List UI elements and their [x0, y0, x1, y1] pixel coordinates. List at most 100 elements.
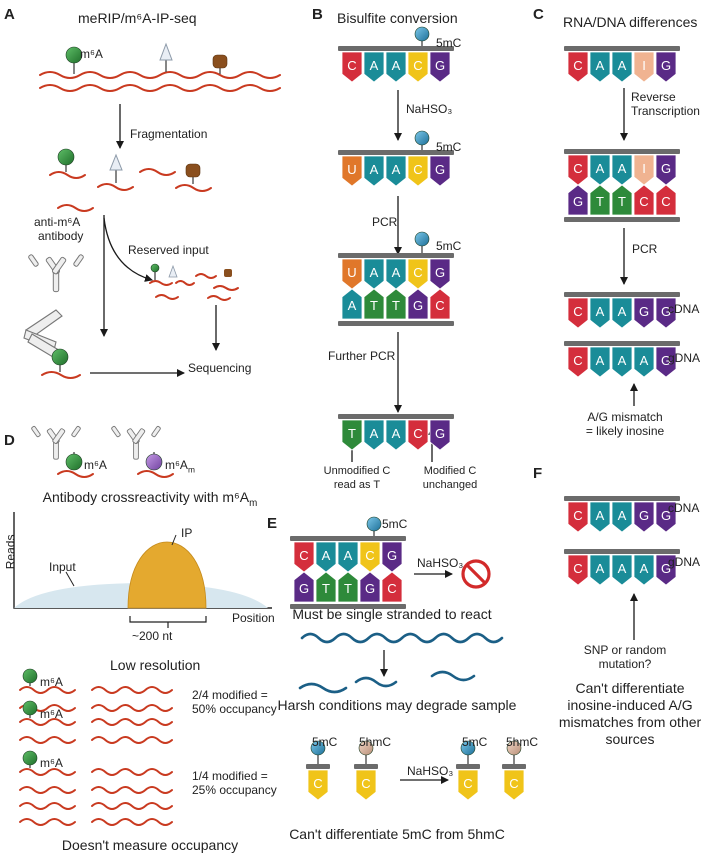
d-rna-2 — [137, 470, 174, 478]
e-base-backbone-2 — [456, 764, 480, 769]
a-modification-icon — [185, 163, 201, 178]
methyl-ball-icon — [414, 130, 430, 146]
e-cant-differentiate: Can't differentiate 5mC from 5hmC — [289, 826, 505, 842]
nucleotide-letter: U — [347, 162, 356, 177]
d-crossreactivity-label: Antibody crossreactivity with m⁶Am — [0, 489, 300, 508]
d-m6a-occ-2: m⁶A — [40, 707, 63, 721]
f-cdna-label: cDNA — [668, 501, 700, 515]
prohibited-slash — [465, 563, 487, 585]
d-occ2-line1: 1/4 modified = — [192, 769, 268, 783]
nucleotide-letter: A — [596, 353, 605, 368]
e-base-backbone-1 — [354, 764, 378, 769]
e-duplex-bot-2 — [337, 571, 359, 603]
nucleotide-letter: C — [573, 561, 582, 576]
e-c-nucleotide-3 — [503, 769, 525, 801]
nucleotide-letter: C — [661, 194, 670, 209]
m6a-ball-icon — [150, 263, 160, 273]
nucleotide-letter: A — [596, 58, 605, 73]
panel-letter-f: F — [533, 465, 543, 482]
e-5mc-label: 5mC — [382, 517, 408, 531]
nucleotide-letter: C — [573, 508, 582, 523]
f-gdna-nuc-1 — [589, 554, 611, 586]
b-row3-backbone-bottom — [338, 321, 454, 326]
d-occ-rna-right-0 — [91, 686, 173, 694]
f-gdna-nuc-4 — [655, 554, 677, 586]
nucleotide-letter: T — [348, 426, 356, 441]
b-row2-backbone — [338, 150, 454, 155]
c-rna-nuc-2 — [611, 51, 633, 83]
a-frag-5 — [175, 184, 212, 192]
f-cdna-nuc-4 — [655, 501, 677, 533]
sequencing-label: Sequencing — [188, 361, 252, 375]
b-5mc-label-3: 5mC — [436, 239, 462, 253]
nucleotide-letter: A — [618, 161, 627, 176]
d-occ1-line2: 50% occupancy — [192, 702, 277, 716]
e-duplex-top-4 — [381, 541, 403, 573]
c-gdna-nuc-1 — [589, 346, 611, 378]
d-occ2-rna-right-3 — [91, 818, 173, 826]
nucleotide-letter: C — [573, 304, 582, 319]
antibody-tip-right — [71, 426, 81, 438]
nucleotide-letter: A — [596, 161, 605, 176]
nucleotide-letter: C — [573, 161, 582, 176]
b-5mc-label-2: 5mC — [436, 140, 462, 154]
d-m6a-occ-1: m⁶A — [40, 675, 63, 689]
b-row4-nuc-3 — [407, 419, 429, 451]
m6a-ball-icon — [22, 750, 38, 766]
c-duplex-top-2 — [611, 154, 633, 186]
f-snp-line2: mutation? — [598, 657, 652, 671]
a-input-6 — [207, 295, 231, 301]
f-gdna-nuc-0 — [567, 554, 589, 586]
b-row3-bot-4 — [429, 288, 451, 320]
a-modification-icon — [168, 264, 178, 278]
panel-b-title: Bisulfite conversion — [337, 10, 458, 26]
d-ip-label: IP — [181, 526, 193, 540]
e-duplex-top-2 — [337, 541, 359, 573]
panel-letter-b: B — [312, 6, 323, 23]
a-frag-4 — [139, 168, 176, 176]
nucleotide-letter: C — [299, 548, 308, 563]
b-modified-line2: unchanged — [422, 479, 478, 491]
m6a-label: m⁶A — [80, 47, 103, 61]
e-duplex-top-3 — [359, 541, 381, 573]
methyl-ball-icon — [460, 740, 476, 756]
f-cant-line1: Can't differentiate — [575, 680, 685, 696]
d-occ2-rna-0 — [19, 768, 76, 776]
a-input-5 — [213, 285, 239, 291]
d-occ-rna-3 — [19, 736, 76, 744]
e-harsh-conditions: Harsh conditions may degrade sample — [277, 697, 517, 713]
antibody-tip-right — [73, 254, 84, 267]
nucleotide-letter: C — [387, 581, 396, 596]
b-row2-nuc-0 — [341, 155, 363, 187]
d-m6a-occ-3: m⁶A — [40, 756, 63, 770]
c-cdna-label: cDNA — [668, 302, 700, 316]
b-row4-nuc-2 — [385, 419, 407, 451]
e-duplex-top-0 — [293, 541, 315, 573]
nucleotide-letter: G — [639, 508, 649, 523]
d-width-bracket — [129, 616, 207, 628]
nucleotide-letter: I — [642, 58, 646, 73]
nucleotide-letter: T — [370, 298, 378, 313]
nucleotide-letter: A — [370, 58, 379, 73]
antibody-label-line1: anti-m⁶A — [34, 215, 81, 229]
e-5hmc-label-2: 5hmC — [506, 735, 539, 749]
c-duplex-bot-3 — [633, 184, 655, 216]
b-pcr-label: PCR — [372, 215, 398, 229]
b-row1-nuc-3 — [407, 51, 429, 83]
nucleotide-letter: C — [413, 265, 422, 280]
nucleotide-letter: T — [618, 194, 626, 209]
a-modification-icon — [159, 42, 173, 61]
f-cdna-nuc-2 — [611, 501, 633, 533]
nucleotide-letter: C — [313, 776, 322, 791]
nucleotide-letter: A — [370, 426, 379, 441]
c-gdna-nuc-4 — [655, 346, 677, 378]
c-mismatch-line1: A/G mismatch — [587, 410, 663, 424]
m6a-ball-icon — [57, 148, 75, 166]
d-reads-axis-label: Reads — [3, 534, 18, 570]
f-gdna-backbone — [564, 549, 680, 554]
d-width-label: ~200 nt — [132, 629, 173, 643]
m6a-ball-icon — [22, 668, 38, 684]
b-row1-nuc-1 — [363, 51, 385, 83]
nucleotide-letter: A — [392, 426, 401, 441]
e-base-backbone-3 — [502, 764, 526, 769]
